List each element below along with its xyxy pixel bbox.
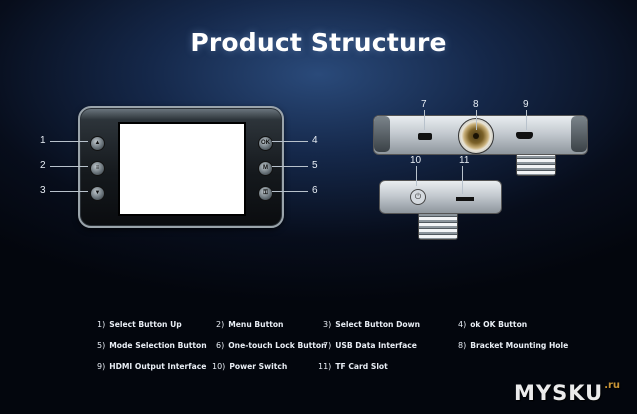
leader-line (272, 191, 308, 192)
leader-line (272, 166, 308, 167)
callout-10: 10 (410, 155, 422, 166)
power-icon: ⏻ (410, 189, 426, 205)
legend-item: 8)Bracket Mounting Hole (458, 341, 569, 350)
page-title: Product Structure (190, 28, 447, 57)
legend-item: 7)USB Data Interface (323, 341, 417, 350)
mode-button-icon: M (258, 161, 273, 176)
callout-3: 3 (40, 185, 46, 196)
legend-item: 4)ok OK Button (458, 320, 528, 329)
usb-port-icon (418, 133, 432, 140)
legend-item: 11)TF Card Slot (318, 362, 388, 371)
legend-item: 9)HDMI Output Interface (97, 362, 207, 371)
callout-9: 9 (523, 99, 529, 110)
tf-slot-icon (456, 197, 474, 201)
callout-5: 5 (312, 160, 318, 171)
menu-button-icon: ≡ (90, 161, 105, 176)
leader-line (50, 141, 88, 142)
mount-thread (516, 152, 556, 176)
callout-11: 11 (459, 155, 470, 166)
body-edge (571, 116, 587, 152)
callout-4: 4 (312, 135, 318, 146)
legend-item: 1)Select Button Up (97, 320, 182, 329)
legend-item: 2)Menu Button (216, 320, 284, 329)
callout-8: 8 (473, 99, 479, 110)
down-button-icon: ▼ (90, 186, 105, 201)
legend-item: 3)Select Button Down (323, 320, 421, 329)
leader-line (526, 110, 527, 130)
callout-7: 7 (421, 99, 427, 110)
leader-line (272, 141, 308, 142)
mount-thread (418, 210, 458, 240)
leader-line (50, 166, 88, 167)
legend-item: 5)Mode Selection Button (97, 341, 207, 350)
ok-button-icon: OK (258, 136, 273, 151)
callout-2: 2 (40, 160, 46, 171)
callout-6: 6 (312, 185, 318, 196)
leader-line (50, 191, 88, 192)
up-button-icon: ▲ (90, 136, 105, 151)
lock-button-icon: ⚿ (258, 186, 273, 201)
camera-bottom-view: ⏻ (379, 180, 502, 214)
legend-item: 6)One-touch Lock Button (216, 341, 327, 350)
camera-screen (118, 122, 246, 216)
hdmi-port-icon (516, 132, 533, 139)
leader-line (476, 110, 477, 130)
legend-item: 10)Power Switch (212, 362, 288, 371)
camera-front-view: ▲ ≡ ▼ OK M ⚿ (78, 106, 284, 228)
callout-1: 1 (40, 135, 46, 146)
leader-line (424, 110, 425, 130)
body-edge (374, 116, 390, 152)
watermark-logo: MYSKU.ru (514, 380, 621, 405)
leader-line (416, 166, 417, 186)
camera-top-view (373, 115, 588, 155)
leader-line (462, 166, 463, 194)
